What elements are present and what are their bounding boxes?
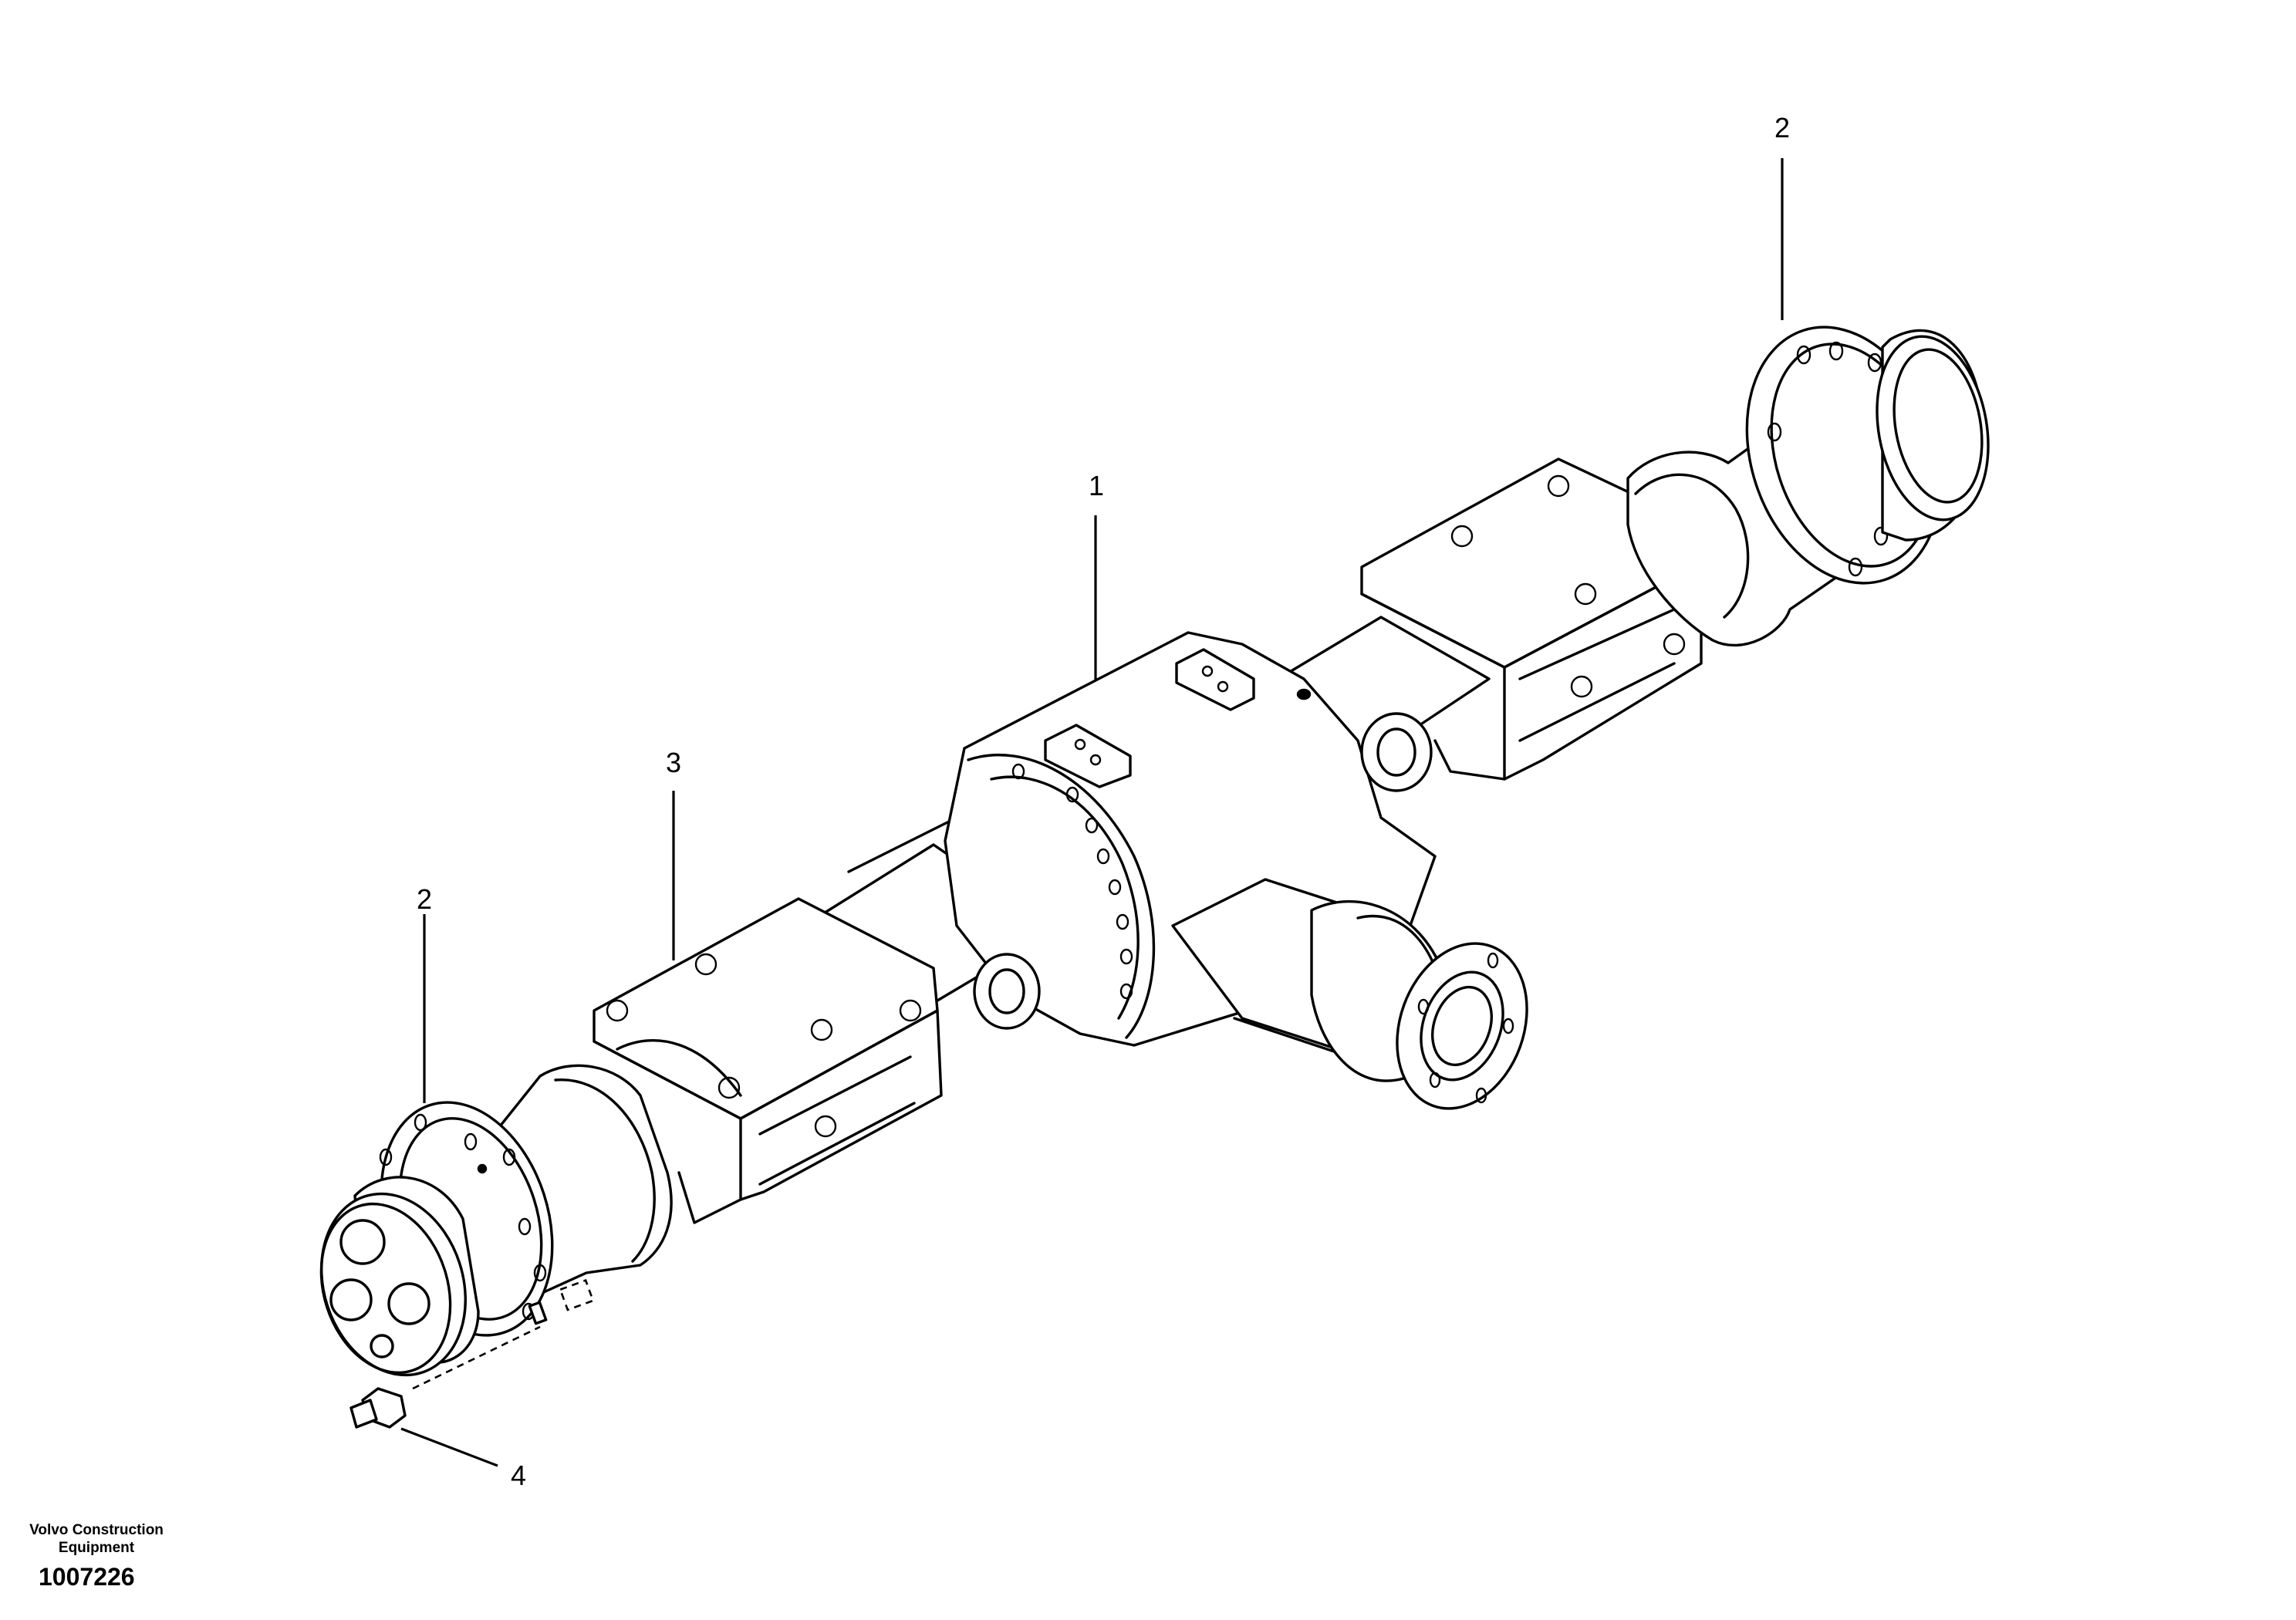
- end-flange-left[interactable]: [299, 1064, 673, 1394]
- callout-2-left: 2: [417, 883, 432, 915]
- axle-housing-part[interactable]: [809, 616, 1549, 1127]
- callout-4: 4: [511, 1460, 526, 1491]
- housing-bolt-holes: [1011, 688, 1312, 1000]
- pinion-flange-bolt-holes: [1417, 952, 1514, 1104]
- left-flange-bolt-holes: [379, 1113, 547, 1321]
- drawing-reference-number: 1007226: [39, 1563, 135, 1591]
- callout-3: 3: [666, 747, 681, 778]
- callout-2-top: 2: [1774, 112, 1790, 143]
- mounting-bracket-right[interactable]: [1360, 457, 1703, 781]
- publisher-line-1: Volvo Construction: [29, 1522, 164, 1538]
- end-flange-right[interactable]: [1626, 302, 2002, 647]
- publisher-credit: Volvo Construction Equipment: [8, 1521, 185, 1557]
- plug-bolt-part[interactable]: [349, 1325, 541, 1429]
- publisher-line-2: Equipment: [58, 1540, 135, 1556]
- callout-1: 1: [1089, 470, 1104, 501]
- mounting-bracket-left[interactable]: [593, 897, 943, 1224]
- callout-leaders: [400, 158, 1784, 1467]
